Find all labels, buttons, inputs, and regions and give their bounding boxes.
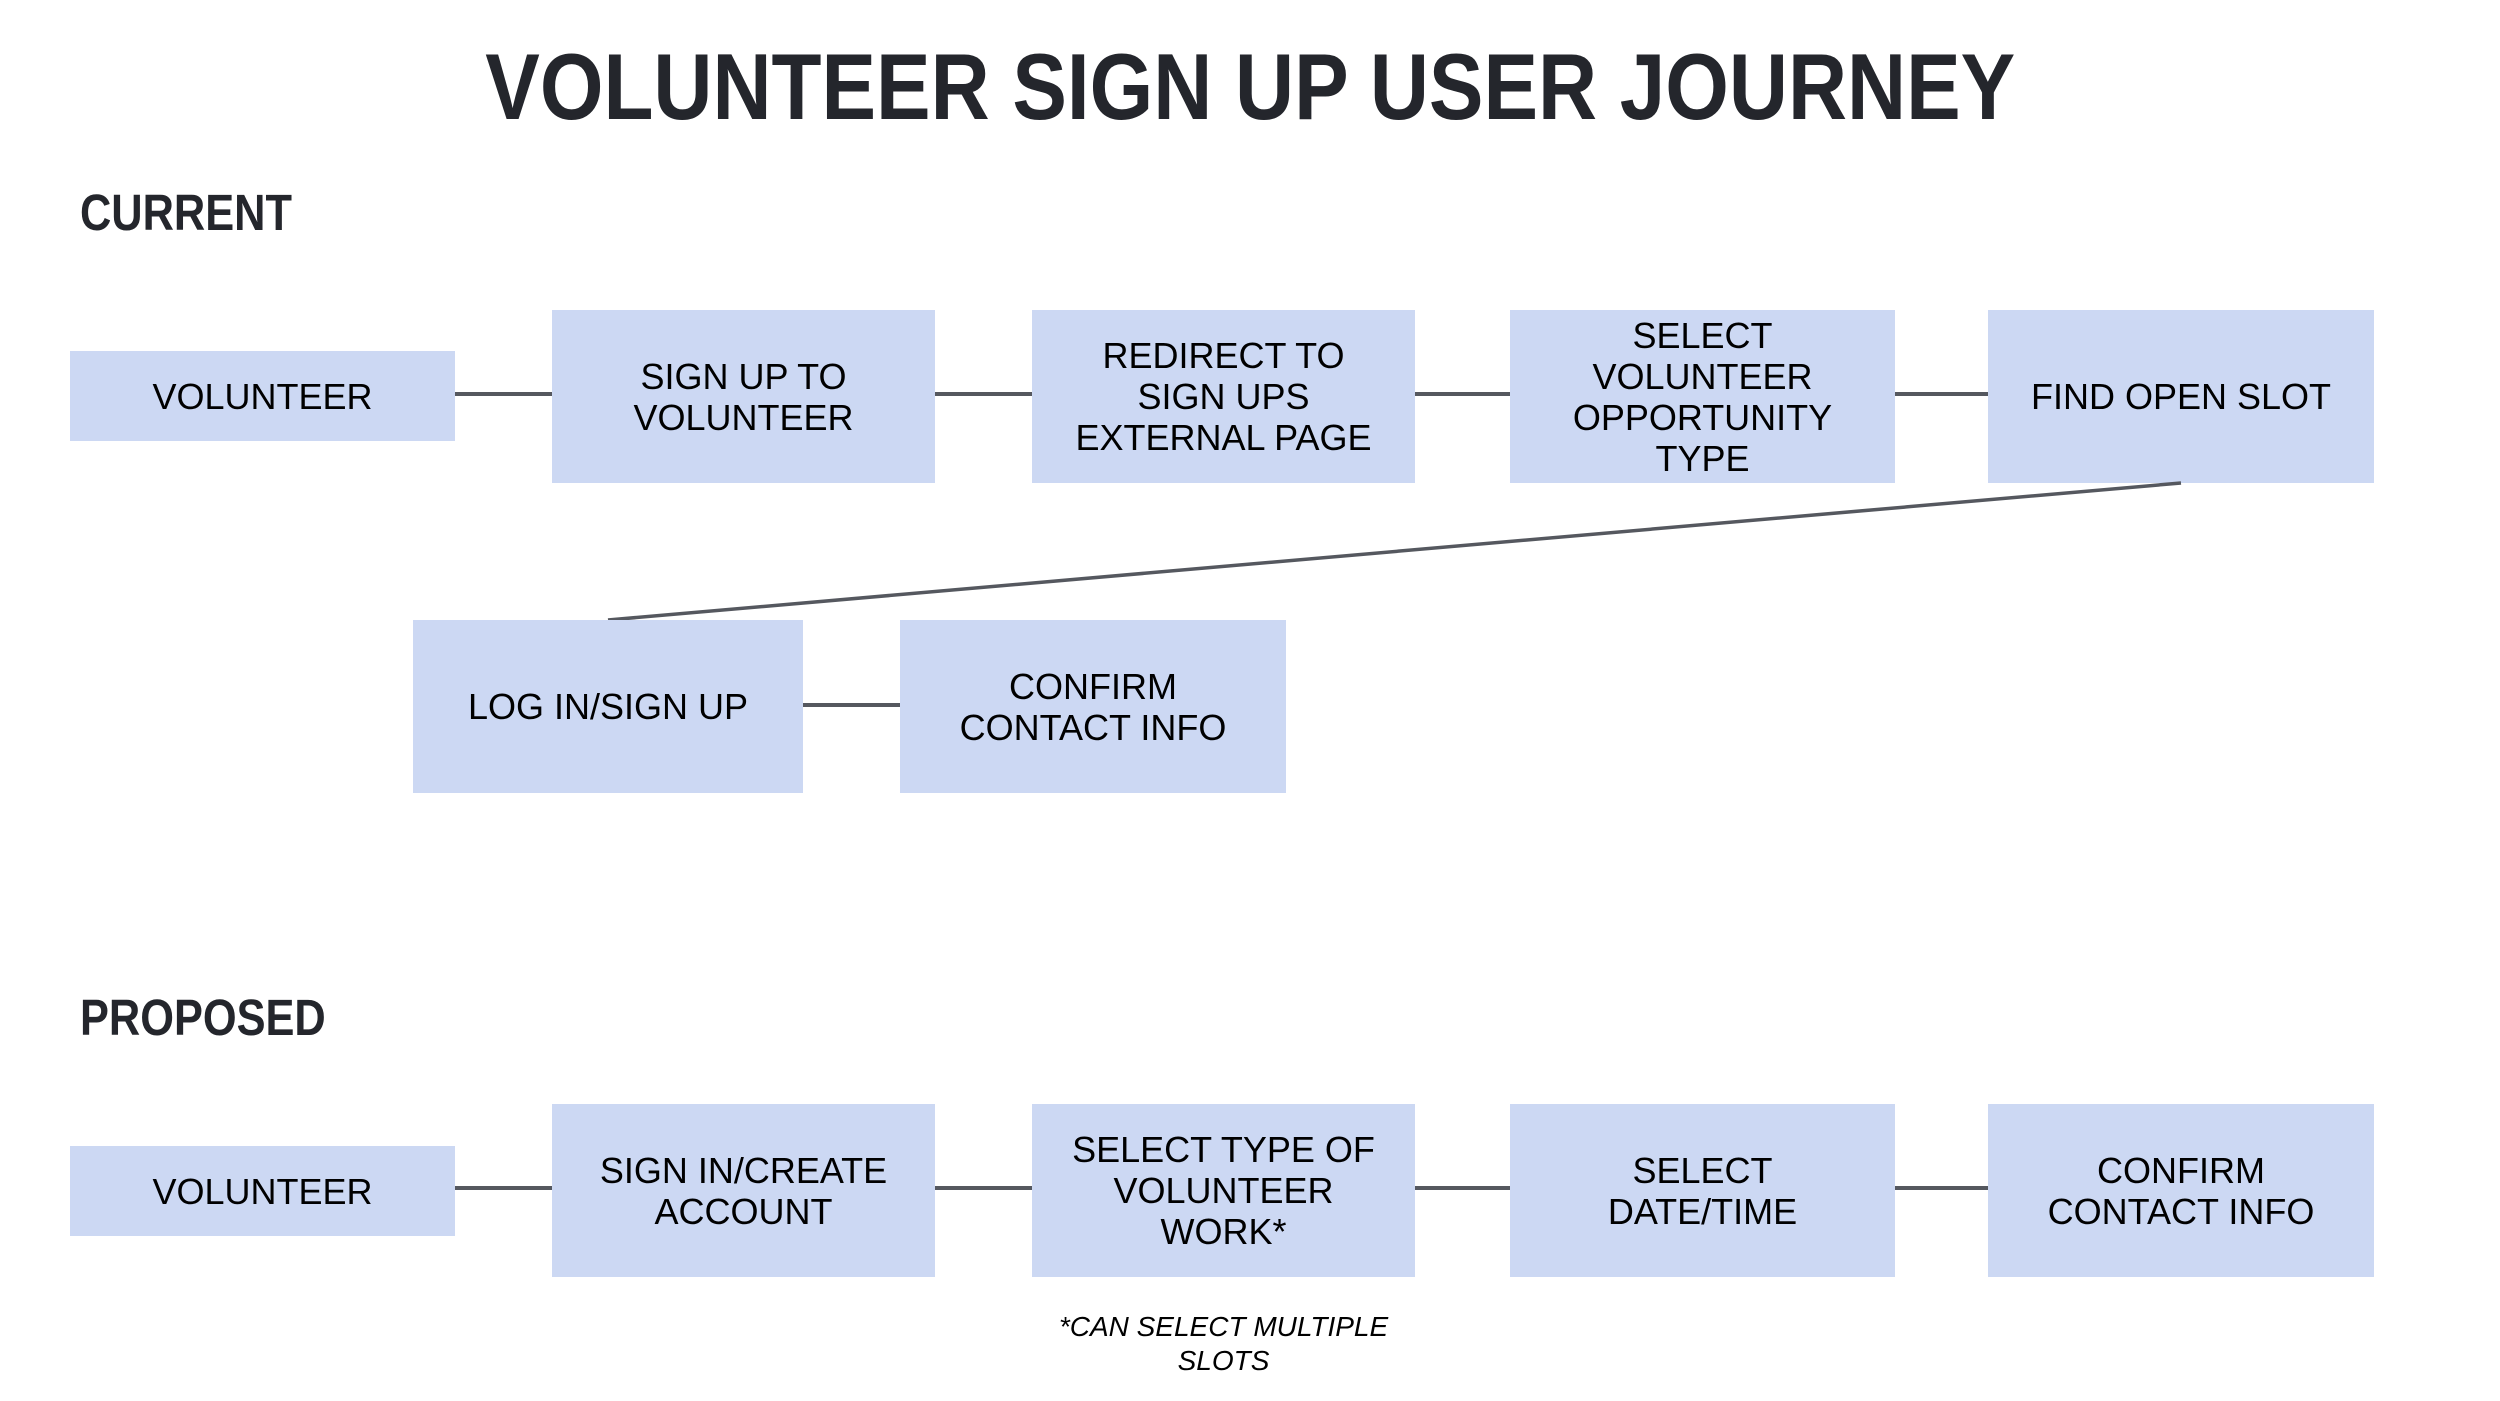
flow-node-select-opportunity-type: SELECT VOLUNTEER OPPORTUNITY TYPE: [1510, 310, 1895, 483]
node-label: SELECT DATE/TIME: [1607, 1149, 1798, 1232]
flow-node-select-type-of-work: SELECT TYPE OF VOLUNTEER WORK*: [1032, 1104, 1415, 1277]
node-label: CONFIRM CONTACT INFO: [959, 665, 1227, 748]
footnote: *CAN SELECT MULTIPLE SLOTS: [1058, 1311, 1389, 1376]
flow-node-redirect-to-sign-ups: REDIRECT TO SIGN UPS EXTERNAL PAGE: [1032, 310, 1415, 483]
node-label: FIND OPEN SLOT: [2030, 376, 2332, 417]
connector-current-2: [935, 392, 1032, 396]
flow-node-volunteer-proposed: VOLUNTEER: [70, 1146, 455, 1236]
section-label-current: CURRENT: [80, 184, 292, 241]
node-label: REDIRECT TO SIGN UPS EXTERNAL PAGE: [1075, 335, 1372, 458]
connector-proposed-1: [455, 1186, 552, 1190]
page-title: VOLUNTEER SIGN UP USER JOURNEY: [0, 40, 2500, 134]
connector-current-4: [1895, 392, 1988, 396]
connector-proposed-2: [935, 1186, 1032, 1190]
section-label-proposed: PROPOSED: [80, 989, 326, 1046]
flow-node-select-date-time: SELECT DATE/TIME: [1510, 1104, 1895, 1277]
connector-current-1: [455, 392, 552, 396]
connector-current-3: [1415, 392, 1510, 396]
node-label: CONFIRM CONTACT INFO: [2047, 1149, 2315, 1232]
node-label: SIGN IN/CREATE ACCOUNT: [599, 1149, 888, 1232]
page-title-text: VOLUNTEER SIGN UP USER JOURNEY: [485, 34, 2015, 139]
connector-proposed-3: [1415, 1186, 1510, 1190]
connector-current-row2: [803, 703, 900, 707]
node-label: LOG IN/SIGN UP: [467, 686, 749, 727]
node-label: SELECT VOLUNTEER OPPORTUNITY TYPE: [1572, 314, 1833, 479]
flow-node-confirm-contact-info-proposed: CONFIRM CONTACT INFO: [1988, 1104, 2374, 1277]
flow-node-sign-up-to-volunteer: SIGN UP TO VOLUNTEER: [552, 310, 935, 483]
flow-node-find-open-slot: FIND OPEN SLOT: [1988, 310, 2374, 483]
node-label: SIGN UP TO VOLUNTEER: [633, 355, 854, 438]
connector-proposed-4: [1895, 1186, 1988, 1190]
node-label: VOLUNTEER: [152, 1170, 373, 1212]
node-label: SELECT TYPE OF VOLUNTEER WORK*: [1072, 1129, 1375, 1252]
flow-node-volunteer: VOLUNTEER: [70, 351, 455, 441]
flow-node-sign-in-create-account: SIGN IN/CREATE ACCOUNT: [552, 1104, 935, 1277]
node-label: VOLUNTEER: [152, 375, 373, 417]
flow-node-confirm-contact-info: CONFIRM CONTACT INFO: [900, 620, 1286, 793]
flow-node-log-in-sign-up: LOG IN/SIGN UP: [413, 620, 803, 793]
